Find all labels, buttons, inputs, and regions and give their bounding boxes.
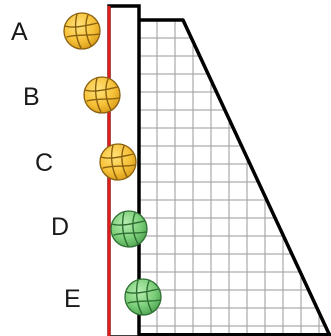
ball-b bbox=[83, 76, 121, 114]
label-b: B bbox=[23, 83, 40, 111]
volleyball-icon bbox=[124, 278, 162, 316]
ball-seam bbox=[121, 145, 128, 178]
ball-d bbox=[110, 210, 148, 248]
ball-seam bbox=[121, 211, 129, 247]
ball-seam bbox=[111, 220, 146, 226]
label-d: D bbox=[51, 213, 69, 241]
ball-seam bbox=[84, 86, 119, 92]
ball-c bbox=[99, 143, 137, 181]
label-e: E bbox=[64, 285, 81, 313]
label-c: C bbox=[35, 149, 53, 177]
label-a: A bbox=[11, 18, 28, 46]
ball-seam bbox=[125, 288, 160, 294]
ball-seam bbox=[105, 78, 112, 111]
volleyball-icon bbox=[83, 76, 121, 114]
volleyball-icon bbox=[110, 210, 148, 248]
ball-seam bbox=[86, 97, 120, 102]
ball-a bbox=[63, 12, 101, 50]
ball-seam bbox=[132, 212, 139, 245]
ball-seam bbox=[85, 14, 92, 47]
ball-seam bbox=[102, 164, 136, 169]
ball-seam bbox=[135, 279, 143, 315]
ball-seam bbox=[127, 299, 161, 304]
ball-seam bbox=[64, 22, 99, 28]
ball-seam bbox=[66, 33, 100, 38]
ball-seam bbox=[74, 13, 82, 49]
net-outline bbox=[139, 18, 331, 336]
ball-seam bbox=[146, 280, 153, 313]
ball-seam bbox=[110, 144, 118, 180]
ball-seam bbox=[94, 77, 102, 113]
ball-e bbox=[124, 278, 162, 316]
volleyball-icon bbox=[63, 12, 101, 50]
net-grid bbox=[139, 20, 330, 336]
ball-seam bbox=[113, 231, 147, 236]
volleyball-icon bbox=[99, 143, 137, 181]
ball-seam bbox=[100, 153, 135, 159]
